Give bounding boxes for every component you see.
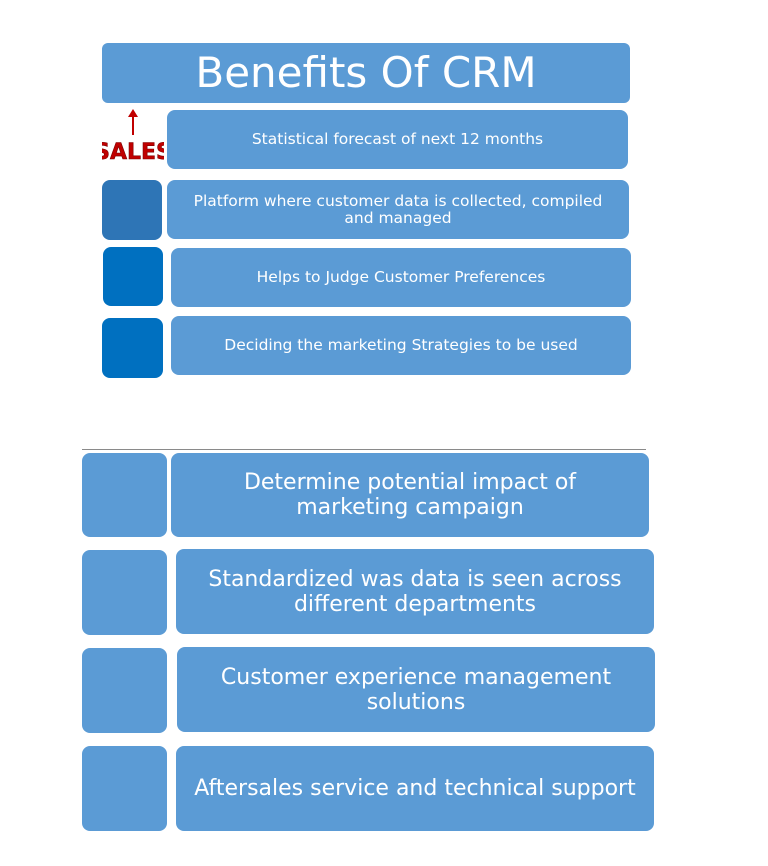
top-item-4-label: Deciding the marketing Strategies to be … [224,336,578,354]
page-title: Benefits Of CRM [102,43,630,103]
top-item-4: Deciding the marketing Strategies to be … [171,316,631,375]
sales-arrow-icon: SALES [94,109,172,165]
top-item-3-label: Helps to Judge Customer Preferences [256,268,546,286]
bottom-square-3 [82,648,167,733]
top-item-2: Platform where customer data is collecte… [167,180,629,239]
bottom-item-2: Standardized was data is seen across dif… [176,549,654,634]
top-item-1: Statistical forecast of next 12 months [167,110,628,169]
bottom-item-4-label: Aftersales service and technical support [194,776,636,801]
top-item-3: Helps to Judge Customer Preferences [171,248,631,307]
top-square-2 [102,180,162,240]
bottom-square-2 [82,550,167,635]
bottom-square-4 [82,746,167,831]
top-item-2-label: Platform where customer data is collecte… [193,191,603,227]
sales-logo: SALES [94,109,172,167]
bottom-item-1-label: Determine potential impact of marketing … [243,470,577,520]
top-square-4 [102,318,163,378]
bottom-item-4: Aftersales service and technical support [176,746,654,831]
section-divider [82,449,646,450]
bottom-item-3: Customer experience management solutions [177,647,655,732]
top-square-3 [103,247,163,306]
sales-logo-text: SALES [102,140,164,165]
bottom-item-1: Determine potential impact of marketing … [171,453,649,537]
bottom-square-1 [82,453,167,537]
bottom-item-2-label: Standardized was data is seen across dif… [208,566,622,617]
top-item-1-label: Statistical forecast of next 12 months [251,130,544,148]
bottom-item-3-label: Customer experience management solutions [220,664,612,715]
